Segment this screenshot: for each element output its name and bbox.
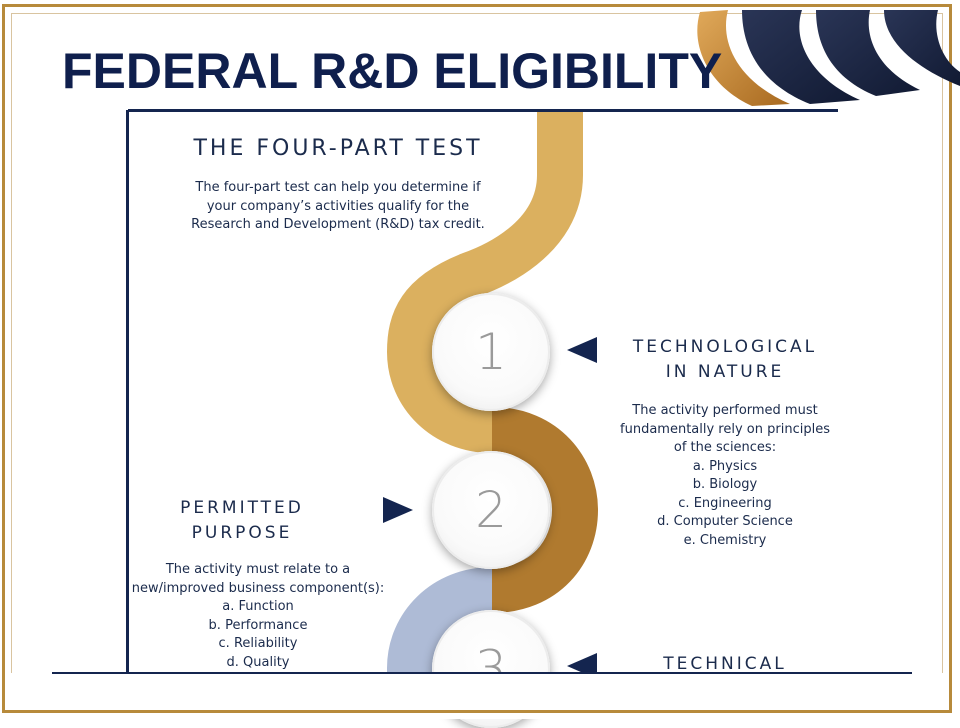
intro-line: your company’s activities qualify for th… bbox=[206, 198, 470, 214]
description-line: of the sciences: bbox=[673, 440, 777, 455]
description-line: c. Engineering bbox=[678, 495, 772, 511]
step-2-right-arrow-icon bbox=[383, 497, 413, 523]
step-1-heading-line: TECHNOLOGICAL bbox=[632, 337, 818, 357]
four-part-test-heading: THE FOUR-PART TEST bbox=[193, 136, 483, 161]
serpentine-gold-segment bbox=[386, 112, 583, 453]
frame-top-line bbox=[128, 109, 838, 112]
step-1-number: 1 bbox=[475, 323, 507, 381]
intro-text: The four-part test can help you determin… bbox=[168, 179, 508, 235]
step-2-number: 2 bbox=[475, 481, 507, 539]
step-1-description: The activity performed must fundamentall… bbox=[610, 402, 840, 550]
intro-line: Research and Development (R&D) tax credi… bbox=[191, 217, 485, 232]
slide-border-bottom bbox=[2, 710, 952, 713]
step-3-heading: TECHNICAL bbox=[640, 652, 810, 677]
description-line: b. Performance bbox=[208, 617, 308, 633]
slide-title: FEDERAL R&D ELIGIBILITY bbox=[62, 43, 723, 99]
step-3-heading-line: TECHNICAL bbox=[663, 654, 787, 674]
step-1-heading-line: IN NATURE bbox=[665, 362, 785, 382]
step-2-description: The activity must relate to a new/improv… bbox=[128, 561, 388, 672]
description-line: c. Reliability bbox=[218, 636, 298, 651]
frame-bottom-line bbox=[52, 672, 912, 674]
decorative-swoosh-graphic bbox=[697, 10, 960, 106]
step-2-circle: 2 bbox=[432, 451, 550, 569]
step-2-heading-line: PERMITTED bbox=[180, 498, 304, 518]
description-line: a. Function bbox=[222, 599, 294, 614]
step-1-circle: 1 bbox=[432, 293, 550, 411]
step-2-heading-line: PURPOSE bbox=[191, 523, 293, 543]
description-line: a. Physics bbox=[692, 458, 758, 474]
swoosh-gold-band bbox=[697, 10, 790, 106]
description-line: d. Computer Science bbox=[657, 514, 793, 529]
step-2-heading: PERMITTED PURPOSE bbox=[172, 496, 312, 546]
serpentine-bronze-segment bbox=[490, 407, 599, 613]
description-line: new/improved business component(s): bbox=[131, 580, 385, 596]
description-line: b. Biology bbox=[692, 477, 758, 492]
description-line: The activity performed must bbox=[632, 403, 818, 418]
serpentine-blue-segment bbox=[387, 567, 494, 719]
step-1-left-arrow-icon bbox=[567, 337, 597, 363]
description-line: e. Chemistry bbox=[683, 532, 767, 548]
description-line: d. Quality bbox=[226, 654, 290, 670]
frame-left-line bbox=[126, 110, 129, 673]
intro-line: The four-part test can help you determin… bbox=[195, 180, 481, 195]
swoosh-navy-band-3 bbox=[884, 10, 960, 86]
slide-border-bottom-left bbox=[2, 673, 5, 713]
swoosh-navy-band-1 bbox=[742, 10, 860, 104]
description-line: The activity must relate to a bbox=[165, 562, 351, 577]
slide-border-bottom-right bbox=[949, 673, 952, 713]
description-line: fundamentally rely on principles bbox=[620, 421, 830, 437]
swoosh-navy-band-2 bbox=[816, 10, 920, 96]
step-1-heading: TECHNOLOGICAL IN NATURE bbox=[620, 335, 830, 385]
